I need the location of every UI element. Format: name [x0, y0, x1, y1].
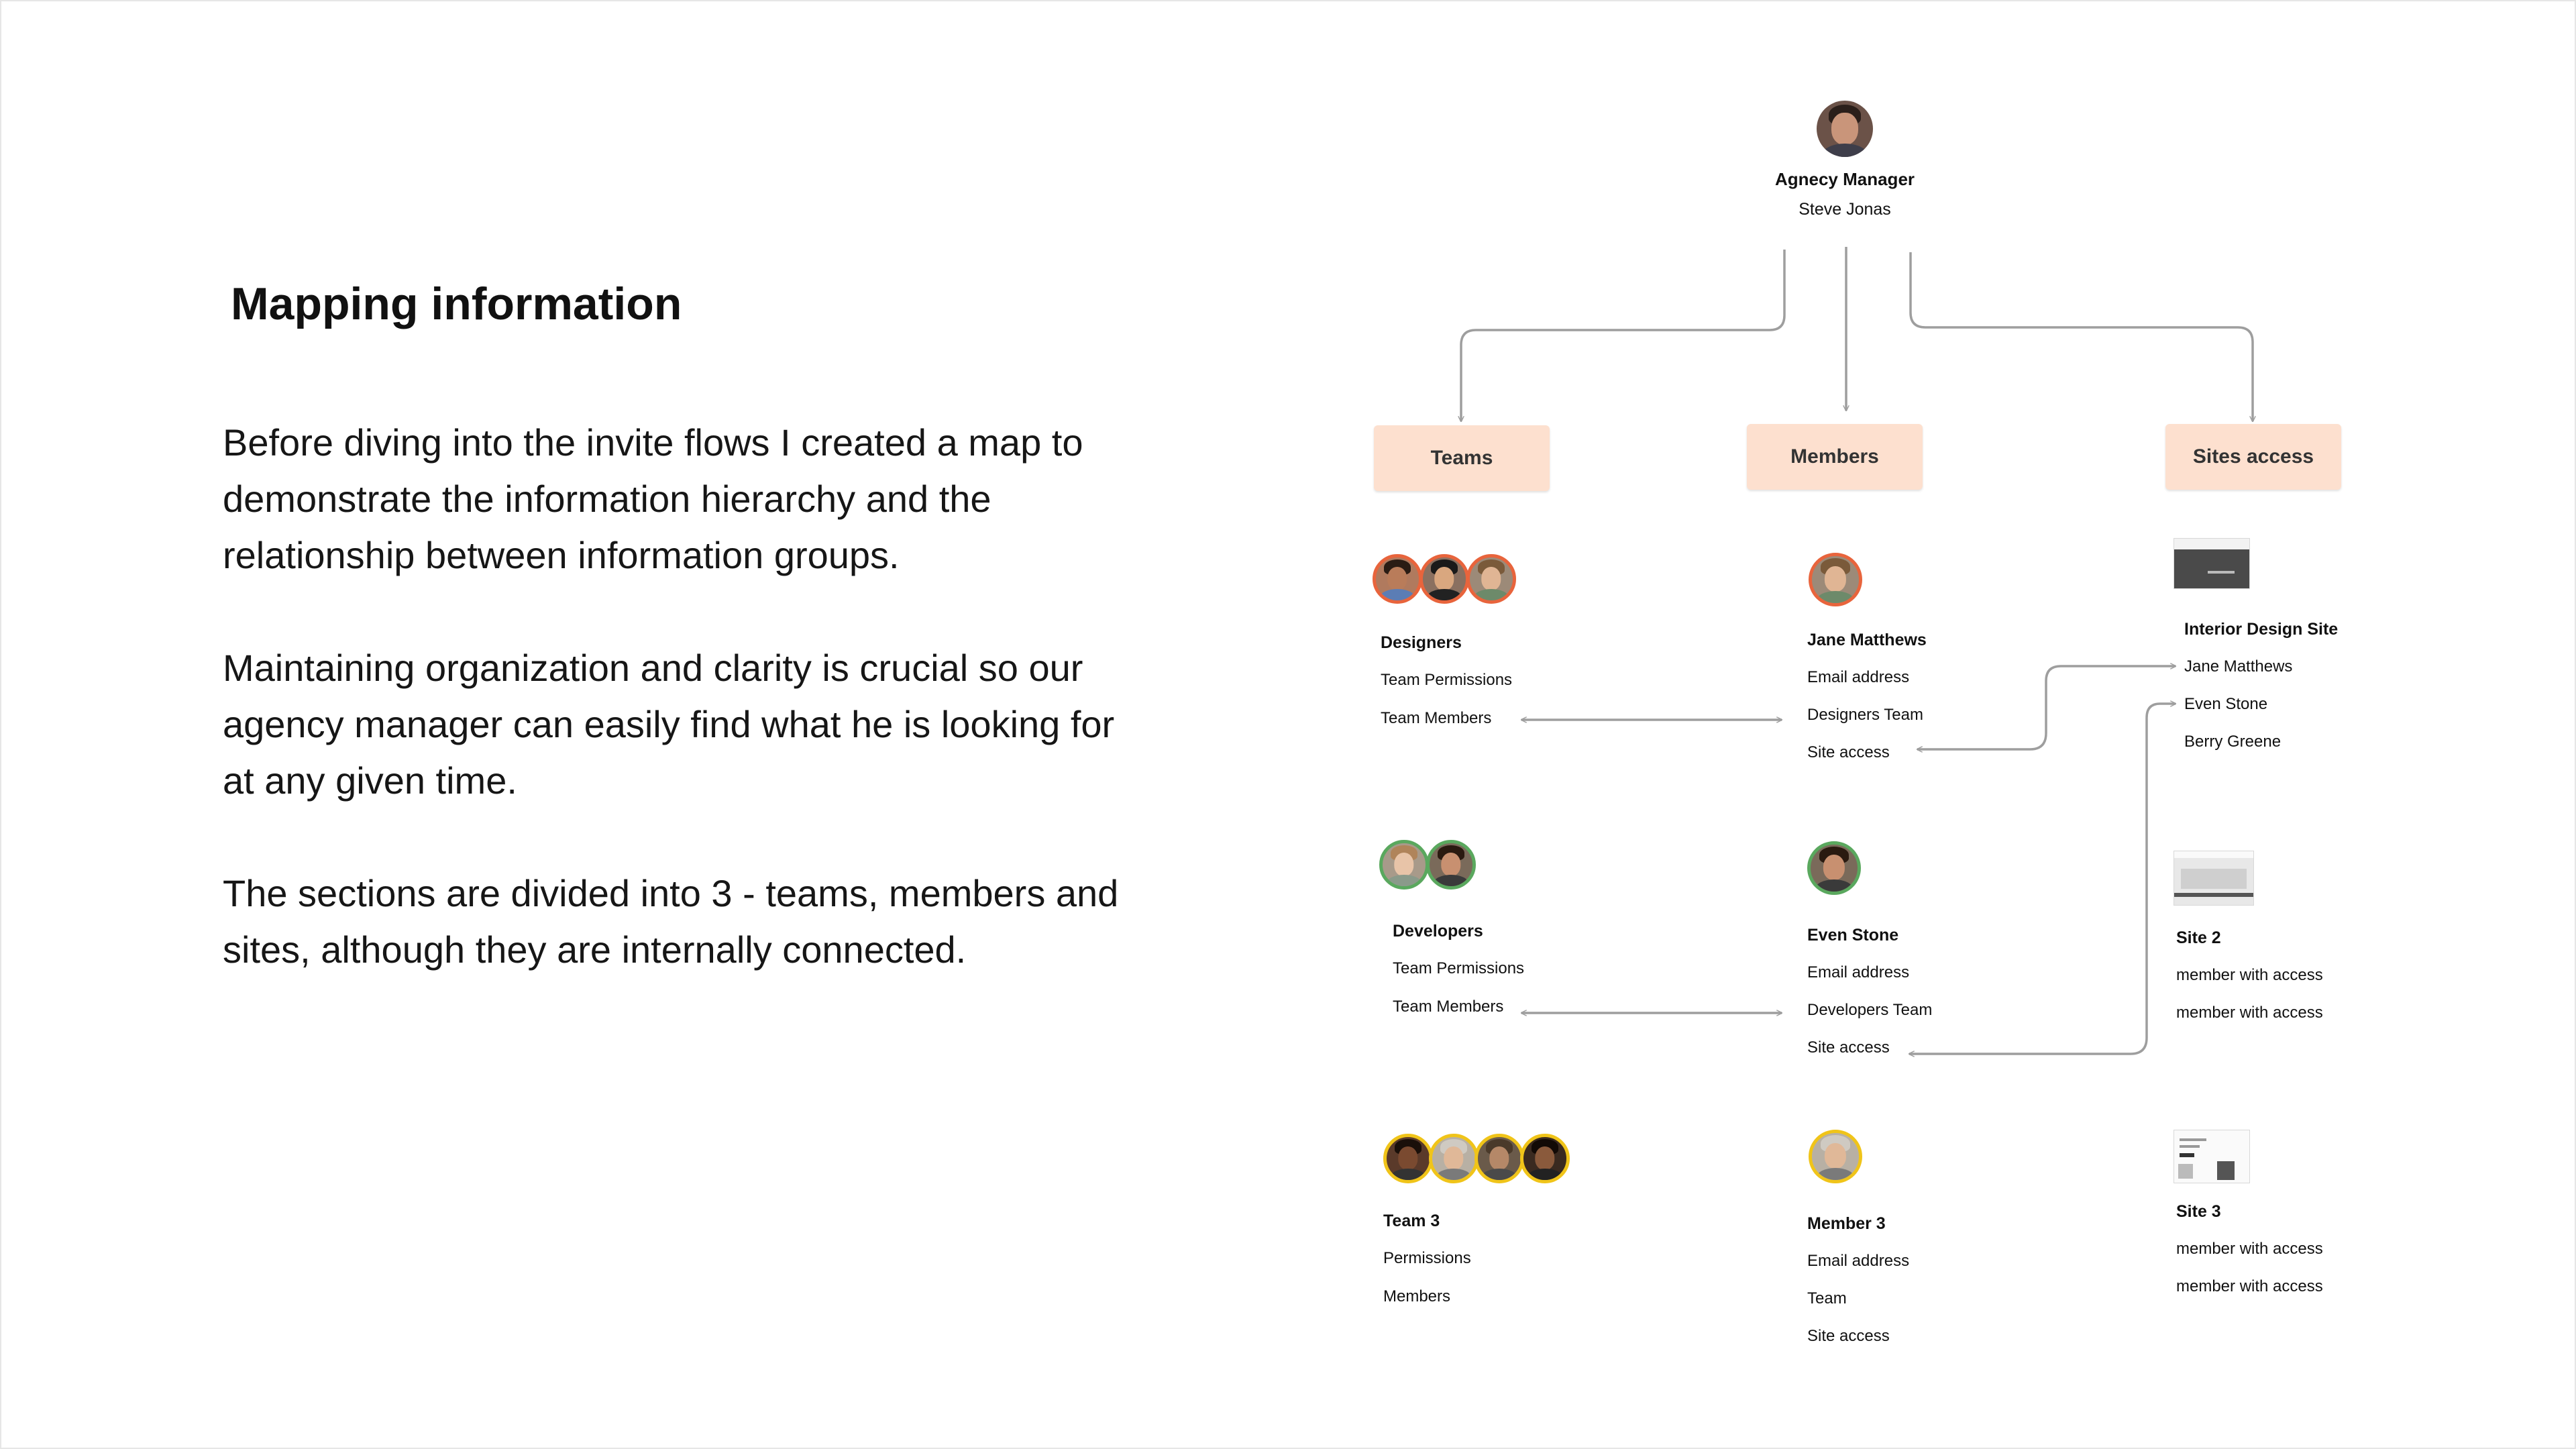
connector-root-sites: [1909, 252, 2253, 421]
site-member: member with access: [2176, 1004, 2323, 1022]
member-item: Developers Team: [1807, 1001, 1933, 1019]
sites-section-box[interactable]: Sites access: [2165, 424, 2341, 490]
connector-root-teams: [1461, 250, 1786, 421]
team-item: Team Members: [1393, 998, 1504, 1016]
member-avatar-icon: [1809, 1130, 1862, 1183]
organization-paragraph: Maintaining organization and clarity is …: [223, 647, 1115, 802]
team-item: Team Members: [1381, 709, 1492, 727]
team-member-avatar-icon: [1419, 554, 1469, 604]
team-member-avatar-icon: [1466, 554, 1516, 604]
member-item: Site access: [1807, 1038, 1890, 1057]
sites-section-label: Sites access: [2192, 445, 2314, 468]
team-member-avatar-icon: [1373, 554, 1422, 604]
sections-paragraph: The sections are divided into 3 - teams,…: [223, 872, 1119, 971]
site-member: member with access: [2176, 1240, 2323, 1258]
connector-even-site: [1909, 704, 2176, 1054]
site-member: Jane Matthews: [2184, 657, 2293, 676]
manager-role: Agnecy Manager: [1774, 169, 1915, 189]
member-item: Site access: [1807, 1327, 1890, 1345]
team-member-avatar-icon: [1429, 1134, 1479, 1183]
team-item: Team Permissions: [1381, 671, 1513, 689]
member-name: Member 3: [1807, 1214, 1886, 1233]
site-member: member with access: [2176, 966, 2323, 984]
team-member-avatar-icon: [1426, 840, 1476, 890]
site-member: member with access: [2176, 1277, 2323, 1295]
team-member-avatar-icon: [1474, 1134, 1524, 1183]
team-member-avatar-icon: [1379, 840, 1429, 890]
members-section-label: Members: [1790, 445, 1879, 468]
member-item: Site access: [1807, 743, 1890, 761]
teams-section-box[interactable]: Teams: [1374, 425, 1550, 491]
site-thumbnail-icon: [2174, 1130, 2250, 1183]
manager-avatar-icon: [1817, 101, 1873, 157]
site-thumbnail-icon: [2174, 851, 2254, 906]
intro-paragraph: Before diving into the invite flows I cr…: [223, 421, 1083, 576]
team-member-avatar-icon: [1520, 1134, 1570, 1183]
team-member-avatar-icon: [1383, 1134, 1433, 1183]
member-item: Email address: [1807, 668, 1910, 686]
member-item: Email address: [1807, 963, 1910, 981]
site-name: Interior Design Site: [2184, 620, 2339, 639]
connector-jane-site: [1917, 666, 2176, 749]
teams-section-label: Teams: [1430, 447, 1493, 469]
member-avatar-icon: [1807, 841, 1861, 895]
member-item: Team: [1807, 1289, 1847, 1307]
site-name: Site 2: [2176, 928, 2221, 947]
team-name: Team 3: [1383, 1212, 1440, 1230]
page-title: Mapping information: [231, 278, 682, 329]
site-name: Site 3: [2176, 1202, 2221, 1221]
team-item: Members: [1383, 1287, 1451, 1305]
site-member: Even Stone: [2184, 695, 2268, 713]
member-item: Designers Team: [1807, 706, 1923, 724]
team-item: Team Permissions: [1393, 959, 1525, 977]
member-avatar-icon: [1809, 553, 1862, 606]
manager-name: Steve Jonas: [1799, 200, 1891, 219]
members-section-box[interactable]: Members: [1747, 424, 1923, 490]
team-name: Developers: [1393, 922, 1483, 941]
member-name: Even Stone: [1807, 926, 1899, 945]
team-name: Designers: [1381, 633, 1462, 652]
member-name: Jane Matthews: [1807, 631, 1927, 649]
site-thumbnail-icon: [2174, 538, 2250, 589]
site-member: Berry Greene: [2184, 733, 2282, 751]
team-item: Permissions: [1383, 1249, 1471, 1267]
member-item: Email address: [1807, 1252, 1910, 1270]
